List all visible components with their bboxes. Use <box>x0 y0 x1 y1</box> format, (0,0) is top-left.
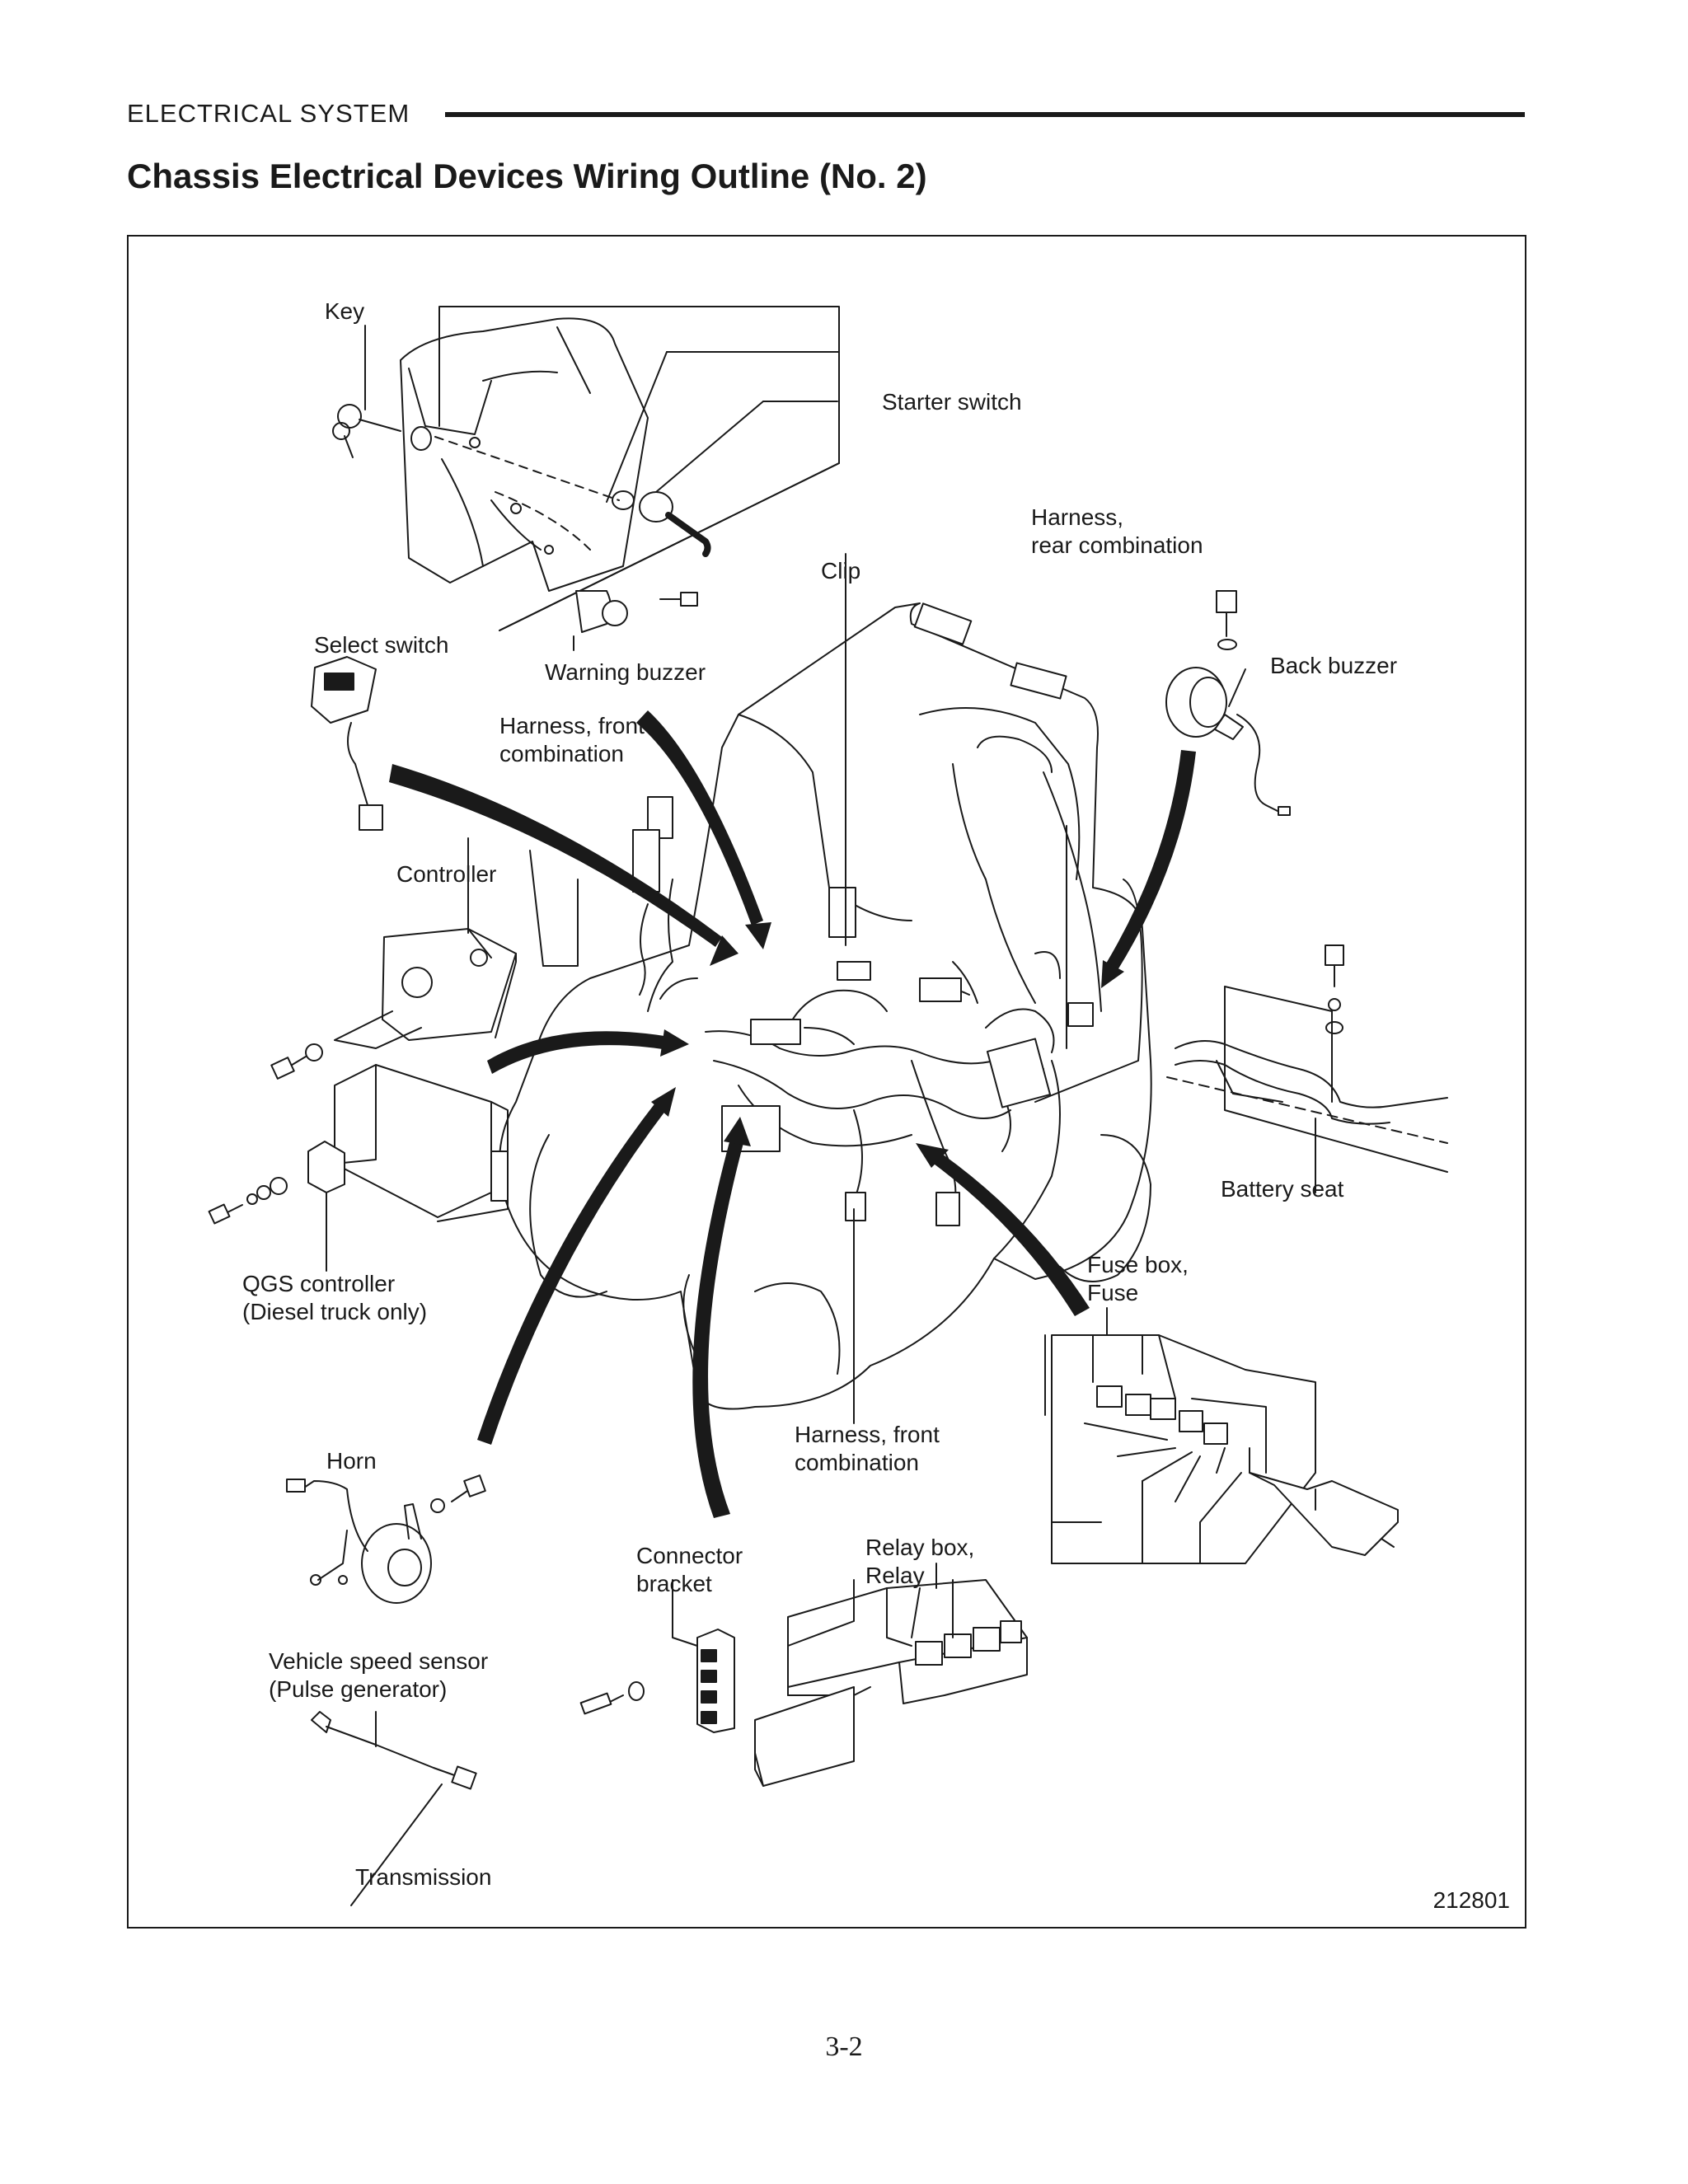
label-qgs-controller-line2: (Diesel truck only) <box>242 1299 427 1324</box>
label-select-switch: Select switch <box>314 632 448 658</box>
label-horn: Horn <box>326 1448 377 1474</box>
page-number: 3-2 <box>825 2032 863 2062</box>
label-clip: Clip <box>821 558 860 583</box>
label-speed-sensor-line1: Vehicle speed sensor <box>269 1648 488 1674</box>
relay-box-part <box>754 1579 1028 1787</box>
label-starter-switch: Starter switch <box>882 389 1022 415</box>
label-battery-seat: Battery seat <box>1221 1176 1344 1202</box>
label-key: Key <box>325 298 364 324</box>
clip-connector <box>828 887 856 938</box>
label-back-buzzer: Back buzzer <box>1270 653 1397 678</box>
battery-seat-part <box>1166 944 1448 1173</box>
label-relay-box-line2: Relay <box>865 1563 925 1588</box>
section-header: ELECTRICAL SYSTEM <box>127 99 1528 132</box>
figure-labels: Key Starter switch Harness, rear combina… <box>242 298 1510 1913</box>
starter-switch <box>612 490 711 557</box>
fuse-box-part <box>1051 1334 1399 1564</box>
label-speed-sensor-line2: (Pulse generator) <box>269 1676 447 1702</box>
flow-arrows <box>389 710 1196 1518</box>
label-fuse-box-line1: Fuse box, <box>1087 1252 1189 1277</box>
label-connector-bracket-line1: Connector <box>636 1543 743 1568</box>
label-harness-rear-line2: rear combination <box>1031 532 1203 558</box>
wiring-figure: Key Starter switch Harness, rear combina… <box>127 235 1526 1929</box>
wiring-diagram: Key Starter switch Harness, rear combina… <box>208 298 1510 1913</box>
figure-number: 212801 <box>1433 1887 1510 1913</box>
back-buzzer-part <box>1165 590 1291 816</box>
steering-column <box>400 317 649 592</box>
section-title: ELECTRICAL SYSTEM <box>127 99 410 128</box>
label-harness-front-bottom-line2: combination <box>795 1450 919 1475</box>
label-harness-rear-line1: Harness, <box>1031 504 1123 530</box>
section-rule <box>445 112 1525 117</box>
label-fuse-box-line2: Fuse <box>1087 1280 1138 1305</box>
label-harness-front-bottom-line1: Harness, front <box>795 1422 940 1447</box>
label-harness-front-top-line2: combination <box>499 741 624 766</box>
ignition-key <box>332 404 432 458</box>
label-connector-bracket-line2: bracket <box>636 1571 712 1596</box>
label-controller: Controller <box>396 861 496 887</box>
qgs-controller-part <box>208 1064 509 1272</box>
label-transmission: Transmission <box>355 1864 491 1890</box>
transmission-leader <box>350 1783 443 1906</box>
warning-buzzer-part <box>575 590 698 633</box>
speed-sensor-part <box>311 1711 477 1790</box>
select-switch-part <box>311 656 383 831</box>
label-relay-box-line1: Relay box, <box>865 1535 974 1560</box>
page-title: Chassis Electrical Devices Wiring Outlin… <box>127 157 927 195</box>
connector-bracket-part <box>579 1579 735 1733</box>
rear-connector-2 <box>1010 662 1067 700</box>
label-warning-buzzer: Warning buzzer <box>545 659 706 685</box>
label-qgs-controller-line1: QGS controller <box>242 1271 395 1296</box>
rear-connector-1 <box>913 602 973 645</box>
horn-part <box>286 1474 486 1604</box>
controller-part <box>270 837 517 1080</box>
label-harness-front-top-line1: Harness, front <box>499 713 645 738</box>
